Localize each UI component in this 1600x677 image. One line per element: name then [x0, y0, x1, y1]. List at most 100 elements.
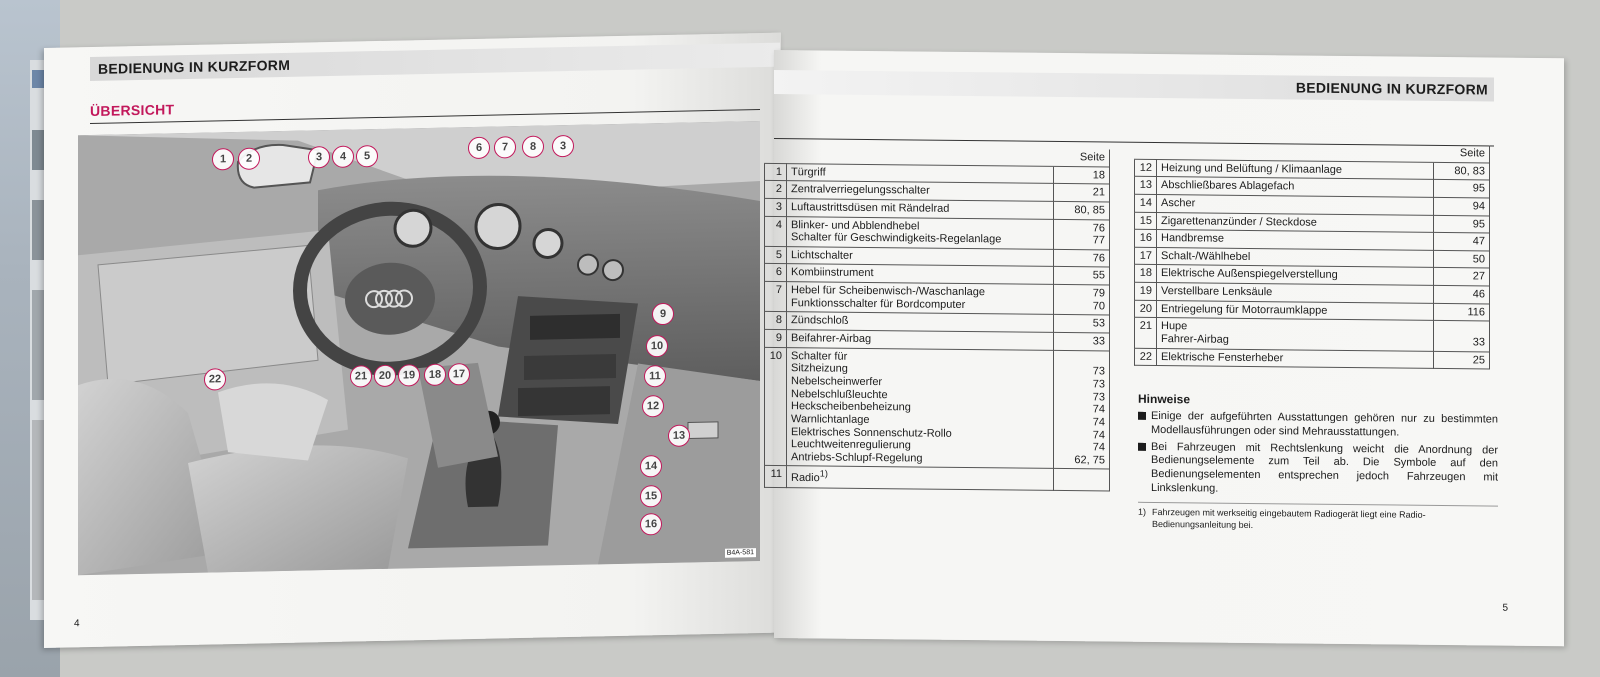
row-page-line: 74: [1092, 441, 1105, 454]
row-page-line: 76: [1092, 252, 1105, 265]
left-page-header: BEDIENUNG IN KURZFORM: [90, 42, 780, 82]
row-page-line: 80, 83: [1454, 164, 1485, 178]
row-label-line: Zentralverriegelungsschalter: [791, 183, 930, 197]
row-page: 80, 83: [1433, 162, 1490, 181]
row-number: 1: [764, 163, 787, 181]
row-page-line: 76: [1092, 221, 1105, 235]
row-label-line: Heizung und Belüftung / Klimaanlage: [1161, 161, 1343, 176]
illustration-code: B4A-581: [724, 548, 756, 558]
row-page-line: 46: [1472, 288, 1485, 301]
row-page-line: 94: [1472, 200, 1485, 213]
row-page: 18: [1053, 166, 1110, 185]
row-page-line: 74: [1092, 416, 1105, 429]
row-page-line: 33: [1472, 336, 1485, 349]
row-number: 3: [764, 198, 787, 217]
row-label-line: Elektrische Fensterheber: [1161, 350, 1284, 365]
row-label-line: Verstellbare Lenksäule: [1161, 285, 1273, 299]
right-page-header: BEDIENUNG IN KURZFORM: [774, 70, 1494, 102]
footnote-mark: 1): [1138, 506, 1147, 517]
row-label-line: Funktionsschalter für Bordcomputer: [791, 296, 966, 311]
row-page: 46: [1433, 285, 1490, 304]
row-page: 94: [1433, 197, 1490, 216]
row-page-line: 21: [1092, 186, 1105, 199]
row-number: 5: [764, 246, 787, 265]
row-page-line: 50: [1472, 253, 1485, 266]
row-page-line: 25: [1472, 354, 1485, 367]
row-page: 80, 85: [1053, 201, 1110, 220]
row-page: 95: [1433, 179, 1490, 198]
row-label-line: Zigarettenanzünder / Steckdose: [1161, 214, 1317, 229]
row-label: Radio1): [786, 466, 1054, 491]
row-page: 21: [1053, 183, 1110, 202]
bullet-square-icon: [1138, 411, 1146, 420]
row-page-line: 55: [1092, 269, 1105, 282]
row-page-line: 33: [1092, 335, 1105, 348]
row-label-line: Kombiinstrument: [791, 266, 874, 280]
note-item: Einige der aufgeführten Ausstattungen ge…: [1138, 410, 1498, 441]
notes-title: Hinweise: [1138, 391, 1191, 407]
row-label-line: Entriegelung für Motorraumklappe: [1161, 302, 1328, 317]
row-page-line: 73: [1092, 390, 1105, 404]
row-number: 2: [764, 180, 787, 199]
left-page-number: 4: [74, 618, 80, 630]
row-page-line: 73: [1092, 378, 1105, 391]
row-page-line: 116: [1467, 306, 1485, 319]
row-label-line: Fahrer-Airbag: [1161, 333, 1229, 346]
row-number: 14: [1134, 194, 1157, 213]
row-page-line: 62, 75: [1074, 453, 1105, 467]
row-page: 95: [1433, 214, 1490, 234]
footnote: 1) Fahrzeugen mit werkseitig eingebautem…: [1138, 501, 1498, 534]
footnote-ref: 1): [819, 468, 828, 480]
row-number: 20: [1134, 300, 1157, 318]
row-number: 16: [1134, 229, 1157, 248]
row-page-line: 73: [1092, 365, 1105, 378]
row-label-line: Abschließbares Ablagefach: [1161, 179, 1295, 193]
row-page-line: 53: [1092, 317, 1105, 330]
row-number: 9: [764, 329, 787, 348]
row-label-line: Ascher: [1161, 196, 1196, 210]
row-page-line: 47: [1472, 235, 1485, 248]
row-page-line: 74: [1092, 403, 1105, 416]
row-page-line: 95: [1472, 217, 1485, 231]
row-number: 4: [764, 215, 787, 247]
row-number: 17: [1134, 247, 1157, 265]
row-page: 50: [1433, 250, 1490, 269]
row-page-line: 18: [1092, 168, 1105, 182]
row-number: 8: [764, 311, 787, 330]
row-page-line: [1058, 353, 1105, 366]
dashboard-illustration: 1 2 3 4 5 6 7 8 3 9 10 11 12 13 14 15 16…: [78, 121, 760, 576]
row-number: 19: [1134, 282, 1157, 301]
row-label: Elektrische Fensterheber: [1156, 348, 1434, 369]
row-page: 33: [1053, 332, 1110, 351]
row-page: 47: [1433, 232, 1490, 251]
row-label-line: Schalter für Geschwindigkeits-Regelanlag…: [791, 231, 1002, 246]
row-number: 15: [1134, 211, 1157, 230]
row-page: 55: [1053, 266, 1110, 286]
row-number: 13: [1134, 176, 1157, 195]
row-label-line: Antriebs-Schlupf-Regelung: [791, 450, 923, 465]
row-page: 116: [1433, 303, 1490, 322]
row-label-line: Luftaustrittsdüsen mit Rändelrad: [791, 201, 950, 215]
row-page-line: [1438, 323, 1485, 336]
row-page: [1053, 468, 1110, 491]
row-page-line: 95: [1472, 182, 1485, 195]
row-page-line: 70: [1092, 300, 1105, 313]
left-page-subtitle: ÜBERSICHT: [90, 101, 175, 120]
row-page: 25: [1433, 351, 1490, 370]
row-number: 21: [1134, 317, 1157, 349]
left-page: BEDIENUNG IN KURZFORM ÜBERSICHT: [44, 32, 781, 648]
row-page: 33: [1433, 320, 1490, 352]
